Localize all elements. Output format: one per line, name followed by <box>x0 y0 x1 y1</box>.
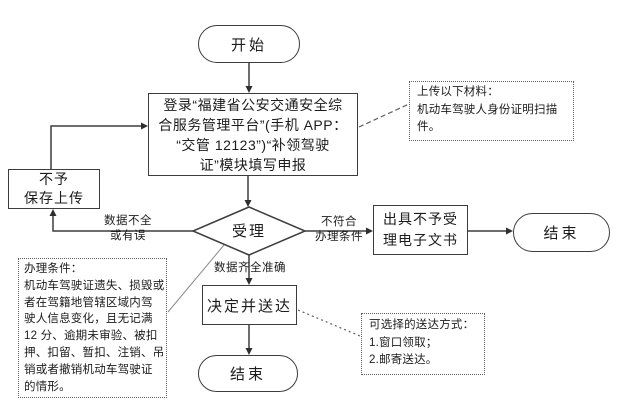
delivery-options-note: 可选择的送达方式： 1.窗口领取； 2.邮寄送达。 <box>361 313 485 375</box>
edge-label-line: 不符合 <box>321 216 357 228</box>
edge-label-data-incomplete: 数据不全 或有误 <box>97 214 159 244</box>
conditions-line: 的情形。 <box>24 380 71 393</box>
conditions-note: 办理条件： 机动车驾驶证遗失、损毁或 者在驾籍地管辖区域内驾 驶人信息变化，且无… <box>18 258 167 398</box>
conditions-line: 销或者撤销机动车驾驶证 <box>24 363 153 376</box>
login-line: 合服务管理平台”(手机 APP： <box>158 116 348 133</box>
upload-note-line: 件。 <box>417 121 441 133</box>
reject-doc-line: 理电子文书 <box>383 232 458 248</box>
edge-label-line: 或有误 <box>110 230 146 242</box>
arrowhead-accept-decide <box>245 278 253 285</box>
arrowhead-rejectdoc-end <box>506 227 513 235</box>
conditions-line: 12 分、逾期未审验、被扣 <box>24 330 158 343</box>
decide-deliver-node: 决定并送达 <box>202 285 297 325</box>
start-node: 开始 <box>198 25 300 63</box>
reject-doc-line: 出具不予受 <box>383 211 458 227</box>
edge-label-not-eligible: 不符合 办理条件 <box>309 215 369 245</box>
edge-decide-deliverynote <box>297 309 361 337</box>
login-line: 登录“福建省公安交通安全综 <box>163 96 343 113</box>
edge-conditions-accept <box>167 244 225 313</box>
arrowhead-accept-rejectdoc <box>366 227 373 235</box>
edge-label-line: 数据不全 <box>104 215 152 227</box>
no-save-line: 不予 <box>39 171 69 187</box>
arrowhead-decide-end <box>245 348 253 355</box>
conditions-line: 押、扣留、暂扣、注销、吊 <box>24 346 165 359</box>
end-node-right: 结束 <box>513 213 610 252</box>
arrowhead-nosave-login <box>141 122 148 130</box>
edge-label-line: 办理条件 <box>315 231 363 243</box>
upload-note-line: 机动车驾驶人身份证明扫描 <box>417 103 558 116</box>
conditions-line: 驶人信息变化，且无记满 <box>24 313 153 326</box>
accept-diamond <box>191 206 307 256</box>
arrowhead-start-login <box>245 86 253 93</box>
upload-note-line: 上传以下材料： <box>417 86 499 98</box>
delivery-note-line: 1.窗口领取； <box>369 336 438 349</box>
conditions-line: 机动车驾驶证遗失、损毁或 <box>24 279 165 292</box>
arrowhead-login-accept <box>244 200 252 207</box>
arrowhead-accept-nosave <box>49 209 57 216</box>
login-line: “交管 12123”)“补领驾驶 <box>176 136 330 153</box>
login-line: 证”模块填写申报 <box>199 156 307 173</box>
reject-document-node: 出具不予受 理电子文书 <box>373 205 468 255</box>
end-node-bottom: 结束 <box>198 355 298 392</box>
edge-nosave-login <box>50 125 142 169</box>
edge-accept-nosave <box>52 215 193 232</box>
delivery-note-line: 2.邮寄送达。 <box>369 354 438 366</box>
delivery-note-line: 可选择的送达方式： <box>369 319 475 331</box>
login-process-node: 登录“福建省公安交通安全综 合服务管理平台”(手机 APP： “交管 12123… <box>148 93 358 176</box>
conditions-line: 办理条件： <box>24 263 83 275</box>
upload-materials-note: 上传以下材料： 机动车驾驶人身份证明扫描 件。 <box>409 81 574 141</box>
conditions-line: 者在驾籍地管辖区域内驾 <box>24 296 153 309</box>
no-save-line: 保存上传 <box>24 190 84 206</box>
accept-diamond-label: 受理 <box>231 223 266 240</box>
edge-login-uploadnote <box>358 103 410 128</box>
no-save-upload-node: 不予 保存上传 <box>8 169 100 209</box>
edge-label-data-complete: 数据齐全准确 <box>214 262 286 274</box>
